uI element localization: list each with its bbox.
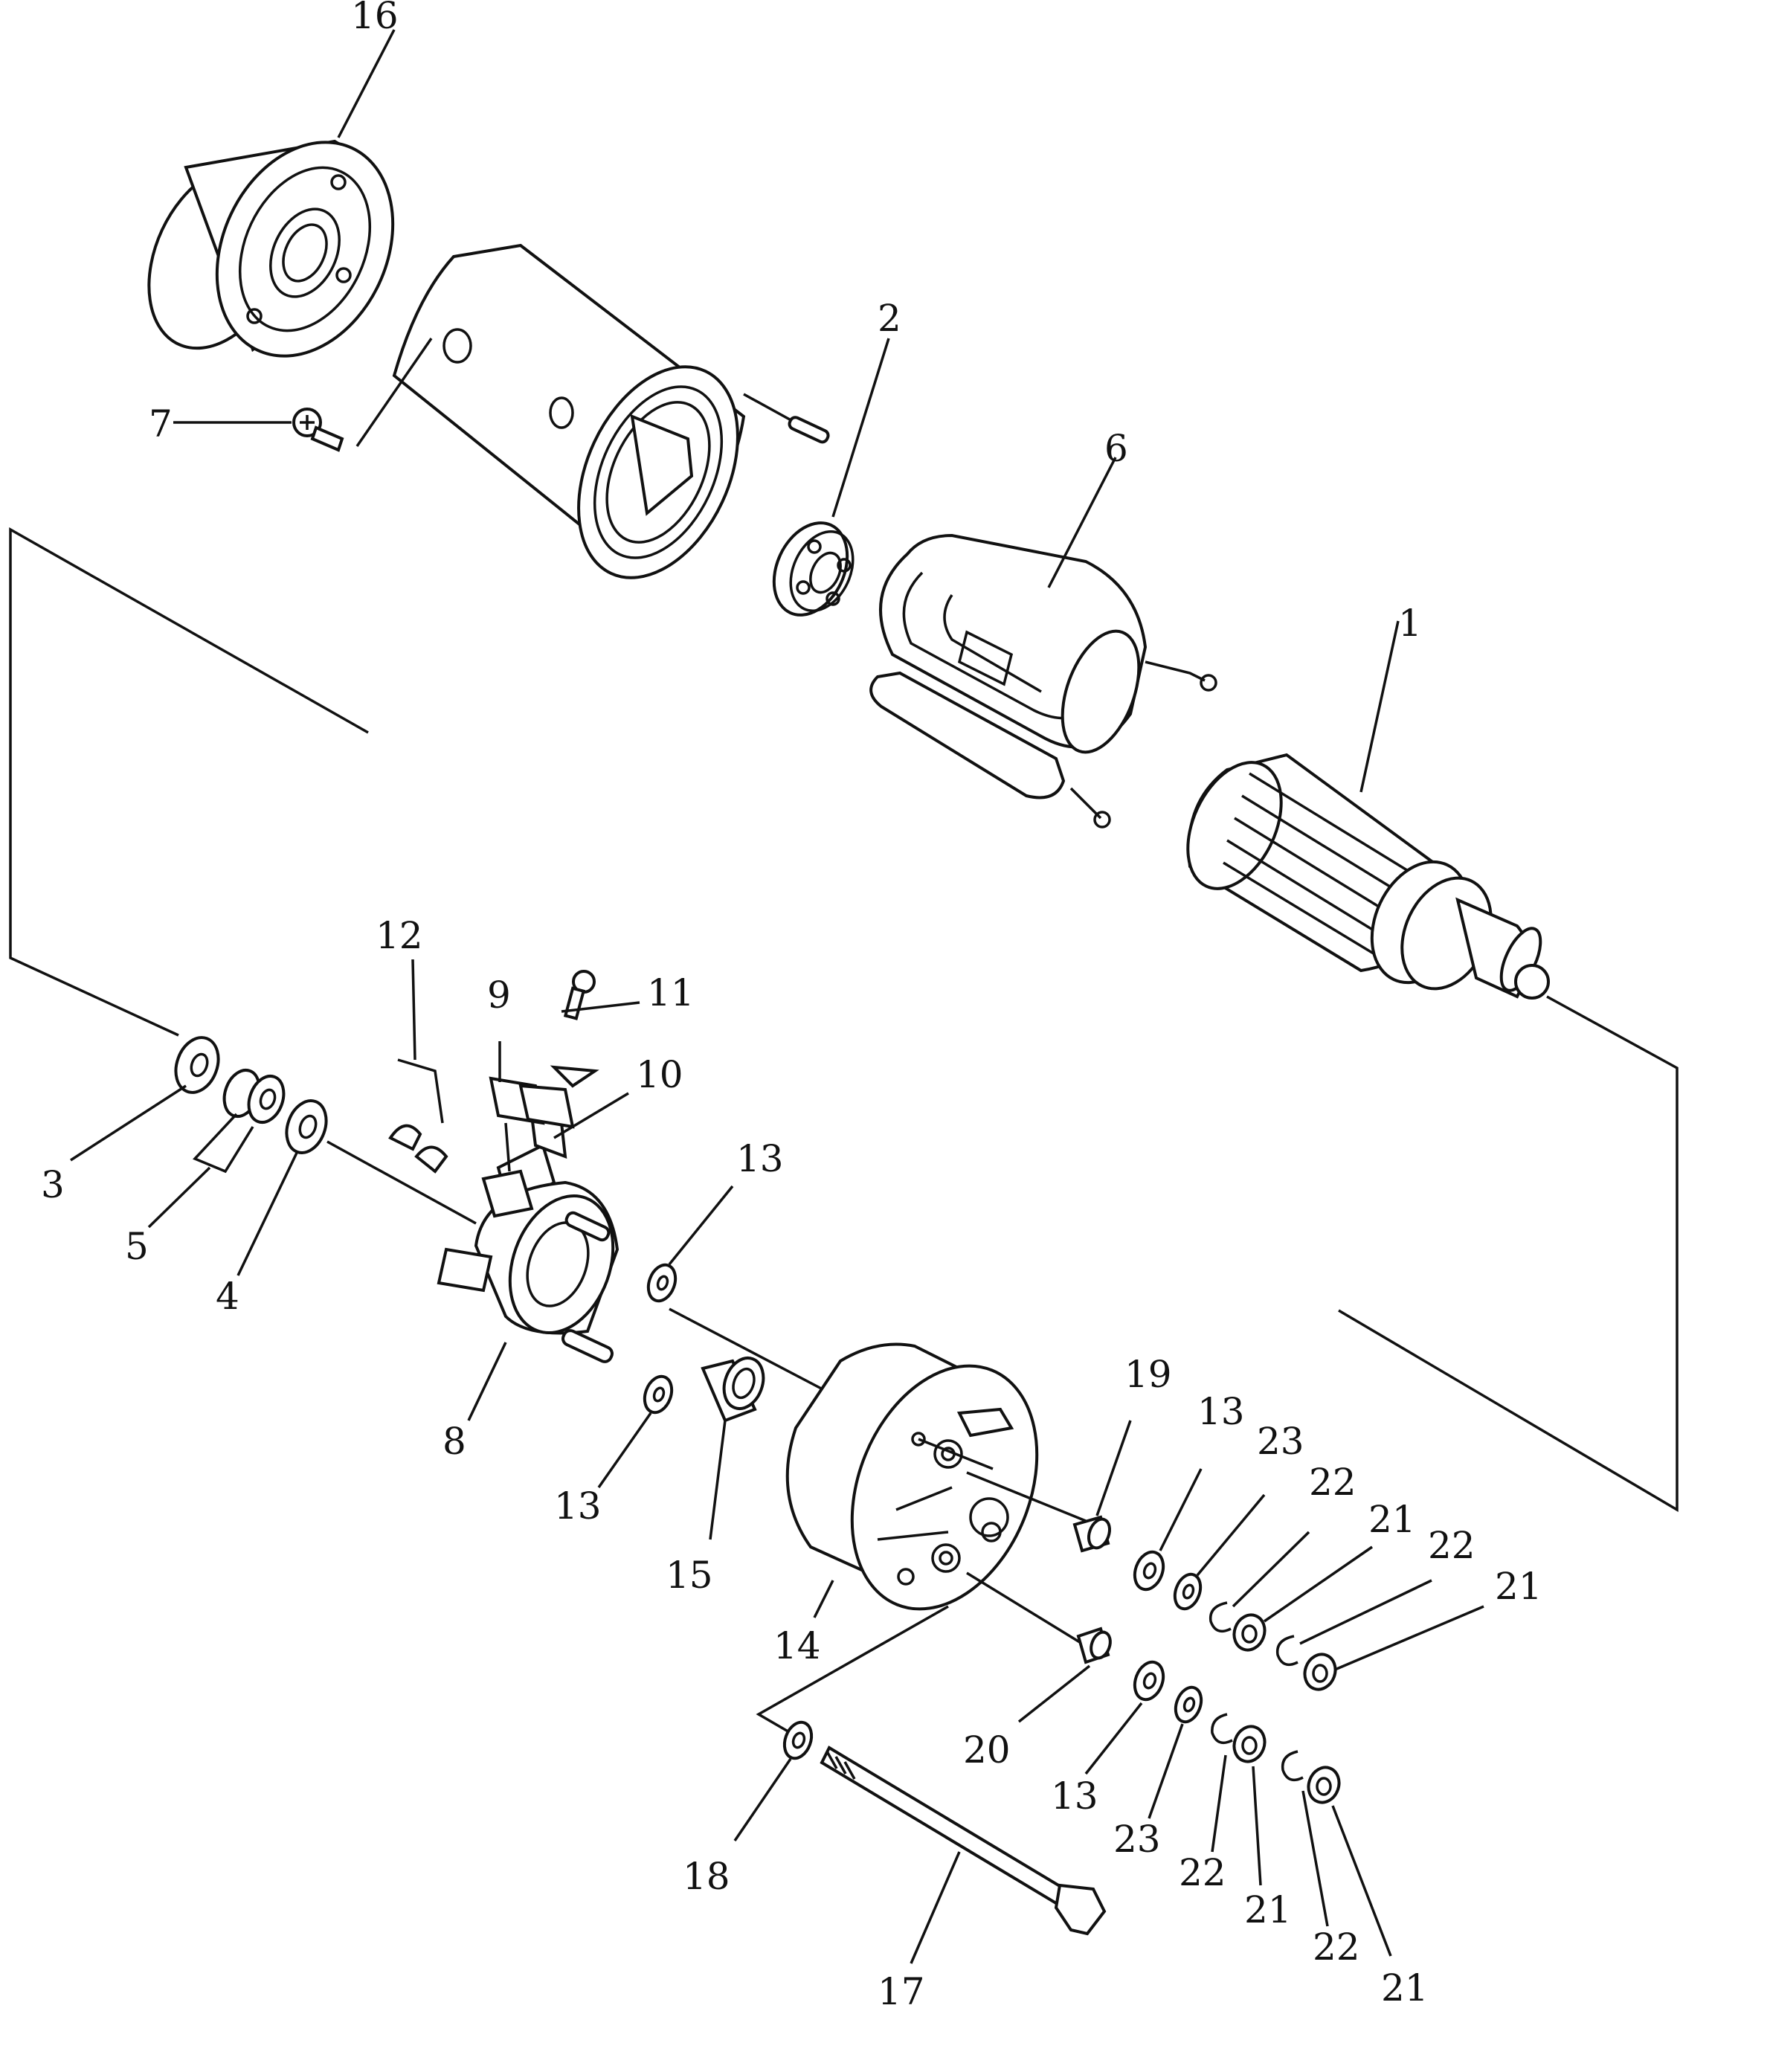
label-23-lower: 23 [1113,1818,1161,1861]
label-21-upper-b: 21 [1495,1565,1542,1608]
label-22-upper-a: 22 [1309,1461,1357,1504]
label-3: 3 [41,1163,65,1206]
label-22-upper-b: 22 [1428,1524,1475,1567]
part-terminal-hardware-lower [1084,1660,1392,1957]
callout-labels: 16 7 2 6 1 12 9 11 10 3 5 4 13 8 13 15 1… [41,0,1542,2013]
label-2: 2 [878,297,901,340]
label-23-upper: 23 [1257,1420,1304,1463]
label-16: 16 [351,0,399,37]
part-bearing [772,338,890,617]
label-17: 17 [878,1970,925,2013]
label-13-right-lower: 13 [1051,1775,1098,1818]
part-yoke-housing [355,243,830,579]
label-21-lower-a: 21 [1244,1888,1292,1931]
label-18: 18 [683,1855,730,1898]
label-20: 20 [963,1728,1011,1772]
label-11: 11 [647,971,695,1014]
label-5: 5 [125,1225,149,1268]
label-13-upper: 13 [736,1137,784,1180]
part-rear-housing [756,1342,1087,1734]
part-end-cover [147,29,396,358]
part-screw [173,408,344,452]
label-19: 19 [1124,1353,1172,1396]
label-12: 12 [376,914,423,957]
label-22-lower-a: 22 [1179,1851,1226,1894]
label-13-lower: 13 [554,1484,602,1528]
assembly-frame-lines [9,393,1679,1513]
label-4: 4 [216,1275,239,1318]
label-14: 14 [773,1624,821,1667]
part-sleeves [1017,1420,1132,1723]
part-brush-holder [437,1169,620,1421]
part-bushing [701,1357,765,1540]
label-7: 7 [149,402,173,445]
part-armature [1186,620,1550,1000]
label-8: 8 [442,1420,466,1463]
label-1: 1 [1398,602,1422,645]
part-field-coil [869,457,1217,829]
label-15: 15 [666,1554,713,1597]
label-13-right-upper: 13 [1197,1390,1245,1433]
label-22-lower-b: 22 [1313,1925,1360,1969]
label-9: 9 [487,974,511,1017]
part-washers-left [70,1036,328,1276]
part-washers-13-left [597,1185,734,1489]
label-10: 10 [636,1053,683,1096]
label-21-upper-a: 21 [1368,1498,1416,1541]
label-21-lower-b: 21 [1381,1966,1429,2010]
part-through-bolt [733,1720,1107,1964]
label-6: 6 [1104,427,1128,470]
part-terminal-hardware-upper [1133,1468,1484,1691]
